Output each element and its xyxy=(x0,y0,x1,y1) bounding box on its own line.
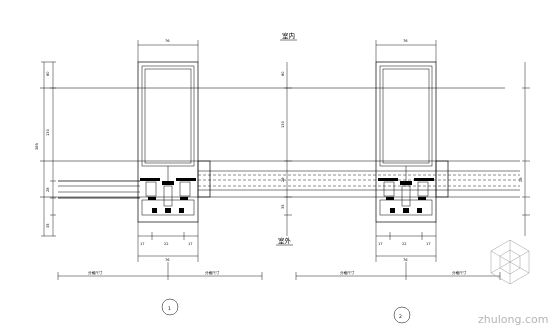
svg-text:17: 17 xyxy=(140,242,145,246)
svg-text:80: 80 xyxy=(281,71,285,76)
svg-text:28: 28 xyxy=(46,187,50,192)
detail-2-gasket-right xyxy=(417,181,429,197)
detail-2-mullion-outer xyxy=(375,61,437,223)
detail-2-cover-cap xyxy=(379,199,433,216)
detail-2-transom-stub xyxy=(435,160,449,198)
svg-text:76: 76 xyxy=(403,39,408,43)
detail-2-number-circle xyxy=(393,306,411,324)
svg-text:76: 76 xyxy=(165,39,170,43)
svg-text:17: 17 xyxy=(188,242,193,246)
watermark-logo-icon xyxy=(490,239,530,285)
detail-2-mullion-cavity xyxy=(379,65,433,167)
detail-1-caption-right: 分格尺寸 xyxy=(205,270,220,275)
watermark: zhulong.com xyxy=(478,239,548,326)
svg-text:22: 22 xyxy=(164,242,169,246)
svg-text:17: 17 xyxy=(426,242,431,246)
svg-text:130: 130 xyxy=(46,128,50,136)
svg-text:28: 28 xyxy=(519,177,523,182)
svg-text:17: 17 xyxy=(378,242,383,246)
detail-1-bolt xyxy=(163,185,173,207)
detail-2: 76 17 22 17 76 分格尺寸 分格尺寸 2 xyxy=(295,39,501,324)
svg-text:35: 35 xyxy=(46,223,50,228)
detail-2-caption-right: 分格尺寸 xyxy=(452,270,467,275)
detail-1-mullion-outer xyxy=(137,61,199,223)
watermark-text: zhulong.com xyxy=(478,313,548,326)
svg-text:76: 76 xyxy=(165,258,170,262)
detail-1-mullion-cavity xyxy=(141,65,195,167)
indoor-label: 室内 xyxy=(282,31,295,40)
svg-text:35: 35 xyxy=(281,204,285,209)
detail-1-cover-cap xyxy=(141,199,195,216)
detail-1-gasket-right xyxy=(179,181,191,197)
svg-text:28: 28 xyxy=(281,177,285,182)
detail-2-caption-left: 分格尺寸 xyxy=(340,270,355,275)
outdoor-label: 室外 xyxy=(278,236,292,245)
detail-1-transom-stub xyxy=(197,160,211,198)
detail-2-gasket-left xyxy=(383,181,395,197)
left-dim-total: 385 xyxy=(35,143,39,150)
svg-text:80: 80 xyxy=(46,71,50,76)
svg-text:76: 76 xyxy=(403,258,408,262)
detail-1-number-circle xyxy=(161,298,179,316)
detail-1: 76 17 22 17 76 xyxy=(57,39,263,316)
detail-2-bolt xyxy=(401,185,411,207)
detail-2-number: 2 xyxy=(399,314,402,320)
svg-text:22: 22 xyxy=(402,242,407,246)
svg-text:130: 130 xyxy=(281,120,285,128)
detail-1-number: 1 xyxy=(168,306,171,312)
detail-1-caption-left: 分格尺寸 xyxy=(88,270,103,275)
detail-1-gasket-left xyxy=(145,181,157,197)
